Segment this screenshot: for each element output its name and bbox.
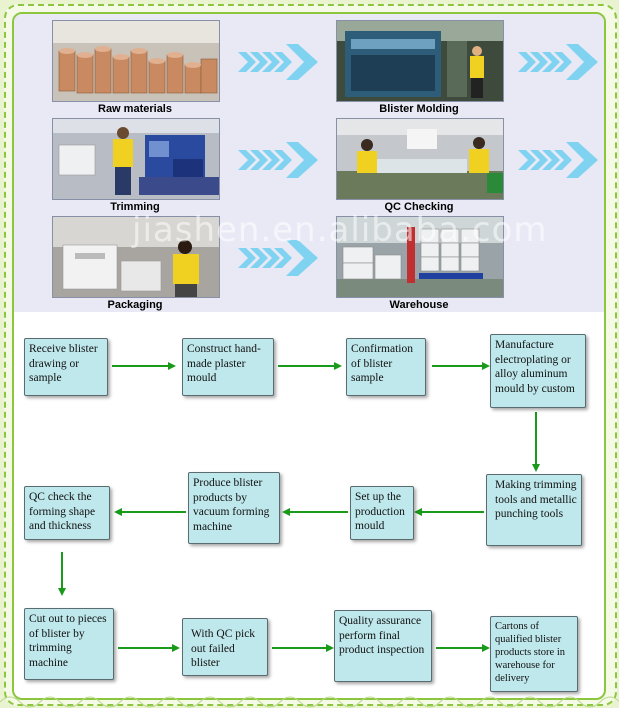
- content-frame: Raw materials Blister Molding: [12, 12, 606, 700]
- striped-arrow-icon: [238, 142, 318, 178]
- qc-checking-caption: QC Checking: [384, 201, 454, 213]
- step-making-tools: Making trimming tools and metallic punch…: [486, 474, 582, 546]
- step-warehouse-store: Cartons of qualified blister products st…: [490, 616, 578, 692]
- warehouse-photo: [336, 216, 504, 298]
- trimming-photo: [52, 118, 220, 200]
- step-quality-assurance: Quality assurance perform final product …: [334, 610, 432, 682]
- step-cut-pieces: Cut out to pieces of blister by trimming…: [24, 608, 114, 680]
- trimming-caption: Trimming: [110, 201, 160, 213]
- step-receive-drawing: Receive blister drawing or sample: [24, 338, 108, 396]
- packaging-caption: Packaging: [107, 299, 163, 311]
- process-photo-panel: Raw materials Blister Molding: [14, 14, 604, 312]
- step-qc-check: QC check the forming shape and thickness: [24, 486, 110, 540]
- striped-arrow-icon: [518, 44, 598, 80]
- blister-molding-photo: [336, 20, 504, 102]
- step-manufacture-mould: Manufacture electroplating or alloy alum…: [490, 334, 586, 408]
- raw-materials-caption: Raw materials: [98, 103, 172, 115]
- striped-arrow-icon: [518, 142, 598, 178]
- blister-molding-caption: Blister Molding: [379, 103, 459, 115]
- step-plaster-mould: Construct hand-made plaster mould: [182, 338, 274, 396]
- qc-checking-photo: [336, 118, 504, 200]
- step-setup-mould: Set up the production mould: [350, 486, 414, 540]
- step-vacuum-forming: Produce blister products by vacuum formi…: [188, 472, 280, 544]
- watermark-text: jiashen.en.alibaba.com: [132, 210, 548, 250]
- packaging-photo: [52, 216, 220, 298]
- raw-materials-photo: [52, 20, 220, 102]
- warehouse-caption: Warehouse: [389, 299, 449, 311]
- striped-arrow-icon: [238, 44, 318, 80]
- step-confirm-sample: Confirmation of blister sample: [346, 338, 426, 396]
- striped-arrow-icon: [238, 240, 318, 276]
- decorative-border-pattern: [0, 696, 619, 708]
- step-qc-pick: With QC pick out failed blister: [182, 618, 268, 676]
- flow-connectors: [58, 362, 540, 652]
- process-flowchart: Receive blister drawing or sample Constr…: [14, 312, 604, 698]
